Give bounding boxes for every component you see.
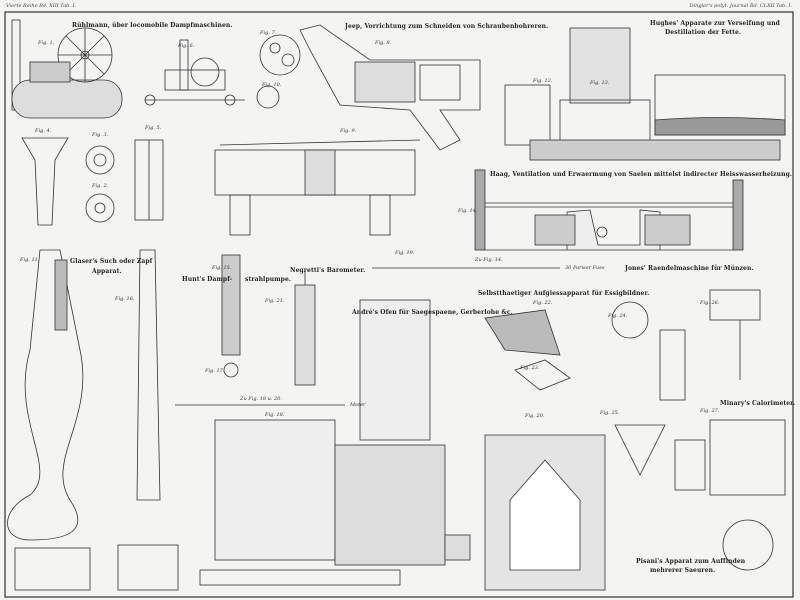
title-ruehlmann: Rühlmann, über locomobile Dampfmaschinen…	[72, 22, 233, 29]
fig-7-label: Fig. 7.	[260, 30, 277, 36]
title-pisani-2: mehrerer Saeuren.	[650, 567, 716, 574]
locomobile-drawing	[11, 19, 123, 119]
header-left: Vierte Reihe Bd. XIII Tab. I.	[6, 3, 77, 9]
title-glaser-1: Glaser's Such oder Zapf	[70, 258, 153, 265]
fig-8-label: Fig. 8.	[375, 40, 392, 46]
haag-scale-label: Zu Fig. 14.	[475, 257, 503, 263]
fig-16-label: Fig. 16.	[115, 296, 135, 302]
fig-23-label: Fig. 23.	[520, 365, 540, 371]
fig-24-label: Fig. 24.	[608, 313, 628, 319]
fig-2-label: Fig. 2.	[92, 183, 109, 189]
fig-10-label: Fig. 10.	[262, 82, 282, 88]
hunt-drawing	[221, 254, 241, 378]
title-jeep: Jeep, Vorrichtung zum Schneiden von Schr…	[345, 23, 549, 30]
jones-drawing	[611, 289, 761, 401]
fig-17-label: Fig. 17.	[205, 368, 225, 374]
fig-3-label: Fig. 3.	[92, 132, 109, 138]
title-jones: Jones' Raendelmaschine für Münzen.	[625, 265, 754, 272]
title-hunt-2: strahlpumpe.	[245, 276, 292, 283]
title-hughes-2: Destillation der Fette.	[665, 29, 742, 36]
fig-13-label: Fig. 13.	[590, 80, 610, 86]
andre-drawing	[199, 299, 606, 591]
fig2-5-drawings	[21, 137, 164, 226]
header-right: Dingler's polyt. Journal Bd. CLXII Tab. …	[689, 3, 792, 9]
fig-19-label: Fig. 19.	[395, 250, 415, 256]
fig-21-label: Fig. 21.	[265, 298, 285, 304]
hughes-drawing	[504, 27, 786, 161]
fig-20-label: Fig. 20.	[525, 413, 545, 419]
fig-9-label: Fig. 9.	[340, 128, 357, 134]
fig-1-label: Fig. 1.	[38, 40, 55, 46]
fig-22-label: Fig. 22.	[533, 300, 553, 306]
title-pisani-1: Pisani's Apparat zum Auffinden	[636, 558, 746, 565]
plate-border	[4, 11, 794, 598]
fig7-drawing	[256, 34, 301, 109]
fig-25-label: Fig. 25.	[600, 410, 620, 416]
fig-5-label: Fig. 5.	[145, 125, 162, 131]
haag-scale-unit: 30 Pariser Fuss	[565, 265, 605, 271]
title-hughes-1: Hughes' Apparate zur Verseifung und	[650, 20, 780, 27]
fig-18-label: Fig. 18.	[265, 412, 285, 418]
fig-11-label: Fig. 11.	[20, 257, 40, 263]
title-haag: Haag, Ventilation und Erwaermung von Sae…	[490, 171, 793, 178]
title-essig: Selbstthaetiger Aufgiessapparat für Essi…	[478, 290, 650, 297]
glaser-drawing	[7, 249, 179, 591]
title-andre: André's Ofen für Saegespaene, Gerberlohe…	[352, 309, 513, 316]
haag-drawing	[474, 169, 744, 251]
title-hunt-1: Hunt's Dampf-	[182, 276, 233, 283]
fig-15-label: Fig. 15.	[212, 265, 232, 271]
essig-drawing	[484, 309, 571, 391]
fig-4-label: Fig. 4.	[35, 128, 52, 134]
title-minary: Minary's Calorimeter.	[720, 400, 796, 407]
jeep-drawing	[214, 24, 481, 236]
title-glaser-2: Apparat.	[92, 268, 122, 275]
fig-14-label: Fig. 14.	[458, 208, 478, 214]
andre-scale-unit: Meter	[350, 402, 366, 408]
andre-scale-label: Zu Fig. 18 u. 20.	[240, 396, 283, 402]
fig-6-label: Fig. 6.	[178, 43, 195, 49]
fig-12-label: Fig. 12.	[533, 78, 553, 84]
fig-27-label: Fig. 27.	[700, 408, 720, 414]
fig6-drawing	[144, 39, 245, 106]
minary-drawing	[614, 419, 786, 571]
title-negretti: Negretti's Barometer.	[290, 267, 366, 274]
fig-26-label: Fig. 26.	[700, 300, 720, 306]
negretti-drawing	[294, 270, 316, 386]
